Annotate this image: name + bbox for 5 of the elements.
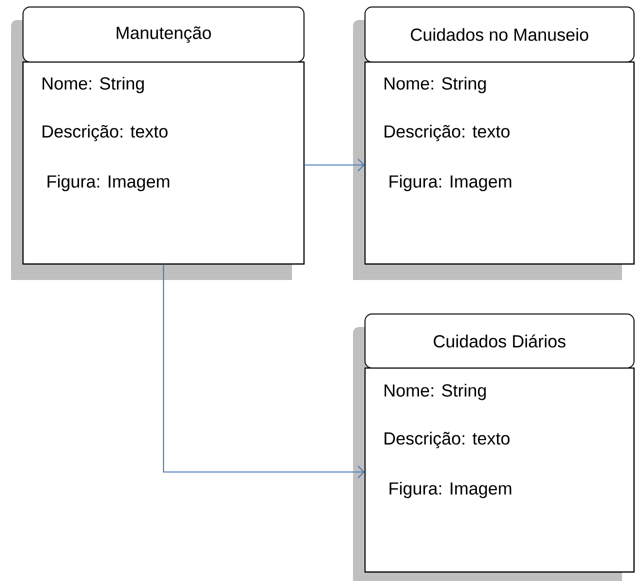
- class-box: Cuidados Diários Nome: String Descrição: texto Figura: Imagem: [353, 314, 635, 581]
- class-box: Manutenção Nome: String Descrição: texto Figura: Imagem: [11, 6, 305, 280]
- class-box: Cuidados no Manuseio Nome: String Descrição: texto Figura: Imagem: [353, 6, 635, 280]
- arrow: [304, 158, 365, 172]
- arrow: [162, 264, 365, 478]
